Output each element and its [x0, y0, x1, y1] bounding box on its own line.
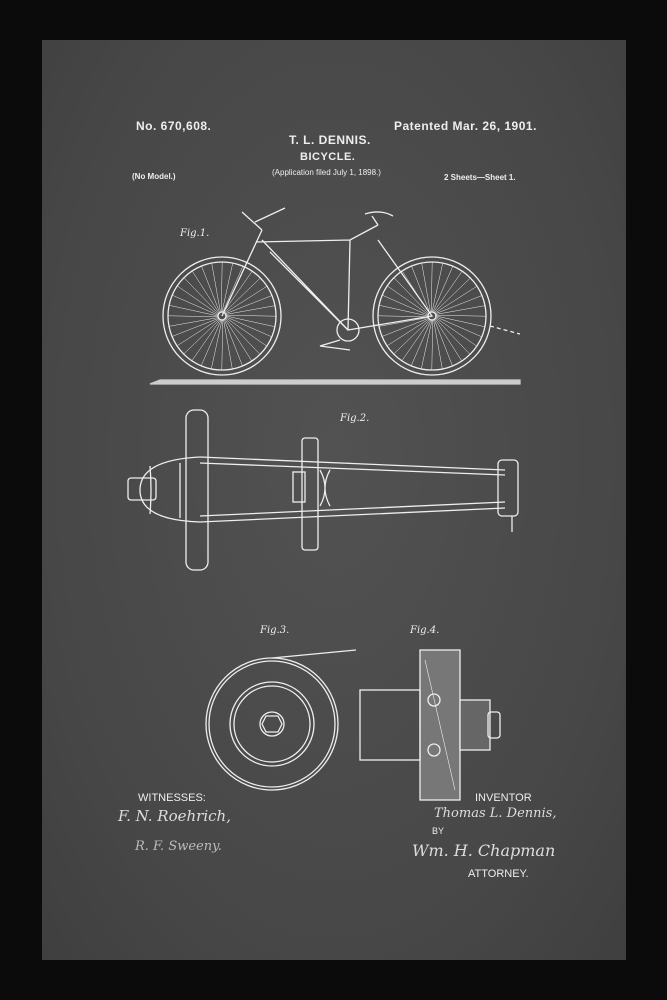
wheel-spoke	[434, 285, 478, 314]
wheel-spoke	[225, 295, 273, 315]
wheel-spoke	[225, 314, 277, 317]
wheel-spoke	[431, 319, 434, 371]
wheel-spoke	[435, 317, 477, 347]
wheel-spoke	[171, 317, 219, 337]
wheel-spoke	[200, 319, 222, 366]
wheel-spoke	[401, 319, 431, 361]
wheel-spoke	[433, 271, 463, 313]
wheel-spoke	[223, 319, 233, 370]
wheel-spoke	[432, 266, 454, 313]
witness-1-signature: F. N. Roehrich,	[118, 807, 231, 825]
patented-date: Patented Mar. 26, 1901.	[394, 119, 537, 133]
wheel-spoke	[225, 316, 272, 338]
patent-title: BICYCLE.	[300, 151, 356, 163]
wheel-spoke	[435, 318, 471, 355]
wheel-spoke	[430, 261, 433, 313]
wheel-spoke	[201, 265, 221, 313]
wheel-spoke	[222, 266, 244, 313]
wheel-spoke	[220, 261, 223, 313]
fig3-label: Fig.3.	[259, 625, 289, 636]
wheel-spoke	[382, 294, 429, 316]
wheel-spoke	[183, 319, 220, 355]
wheel-spoke	[225, 318, 261, 355]
wheel-spoke	[225, 315, 275, 327]
wheel-spoke	[224, 318, 253, 362]
wheel-spoke	[191, 270, 220, 314]
fig1-label: Fig.1.	[179, 228, 209, 239]
witnesses-label: WITNESSES:	[138, 792, 206, 804]
wheel-spoke	[411, 265, 431, 313]
wheel-spoke	[183, 277, 219, 314]
patent-number: No. 670,608.	[136, 119, 212, 133]
wheel-spoke	[386, 318, 430, 347]
fig1-bicycle: Fig.1.	[149, 207, 521, 385]
patent-drawing-board	[42, 40, 626, 960]
application-filed: (Application filed July 1, 1898.)	[272, 168, 381, 177]
wheel-spoke	[211, 319, 223, 369]
wheel-spoke	[434, 277, 471, 313]
wheel-spoke	[433, 319, 443, 370]
wheel-spoke	[379, 305, 429, 317]
inventor-signature: Thomas L. Dennis,	[434, 806, 557, 821]
wheel-spoke	[435, 314, 487, 317]
wheel-spoke	[435, 315, 485, 327]
wheel-spoke	[377, 315, 429, 318]
fig4-label: Fig.4.	[409, 625, 439, 636]
wheel-spoke	[435, 316, 482, 338]
wheel-spoke	[421, 319, 433, 369]
wheel-spoke	[435, 305, 486, 315]
by-label: BY	[432, 826, 445, 836]
wheel-spoke	[224, 285, 268, 314]
model-note: (No Model.)	[132, 172, 176, 181]
wheel-spoke	[223, 319, 243, 367]
wheel-spoke	[169, 305, 219, 317]
wheel-spoke	[393, 277, 429, 314]
wheel-spoke	[431, 263, 443, 313]
wheel-spoke	[172, 294, 219, 316]
witness-2-signature: R. F. Sweeny.	[135, 839, 222, 854]
wheel-spoke	[435, 295, 483, 315]
sheets-note: 2 Sheets—Sheet 1.	[444, 173, 516, 182]
wheel-spoke	[221, 263, 233, 313]
inventor-name: T. L. DENNIS.	[289, 133, 371, 147]
wheel-spoke	[224, 277, 261, 313]
wheel-spoke	[421, 262, 431, 313]
wheel-spoke	[176, 318, 220, 347]
attorney-label: ATTORNEY.	[468, 868, 529, 880]
wheel-spoke	[221, 319, 224, 371]
wheel-spoke	[191, 319, 221, 361]
wheel-spoke	[225, 305, 276, 315]
fig3-disk: Fig.3.	[205, 625, 357, 791]
attorney-signature: Wm. H. Chapman	[412, 841, 556, 860]
wheel-spoke	[223, 271, 253, 313]
wheel-spoke	[167, 315, 219, 318]
wheel-spoke	[387, 285, 429, 315]
inventor-label: INVENTOR	[475, 792, 532, 804]
wheel-spoke	[168, 317, 219, 327]
wheel-spoke	[393, 319, 430, 355]
wheel-spoke	[433, 319, 453, 367]
wheel-spoke	[410, 319, 432, 366]
fig2-frame-plan: Fig.2.	[127, 409, 519, 571]
wheel-spoke	[381, 317, 429, 337]
fig2-label: Fig.2.	[339, 413, 369, 424]
wheel-spoke	[225, 317, 267, 347]
wheel-spoke	[211, 262, 221, 313]
wheel-spoke	[177, 285, 219, 315]
wheel-spoke	[378, 317, 429, 327]
fig4-hub-section: Fig.4.	[359, 625, 501, 801]
wheel-spoke	[434, 318, 463, 362]
